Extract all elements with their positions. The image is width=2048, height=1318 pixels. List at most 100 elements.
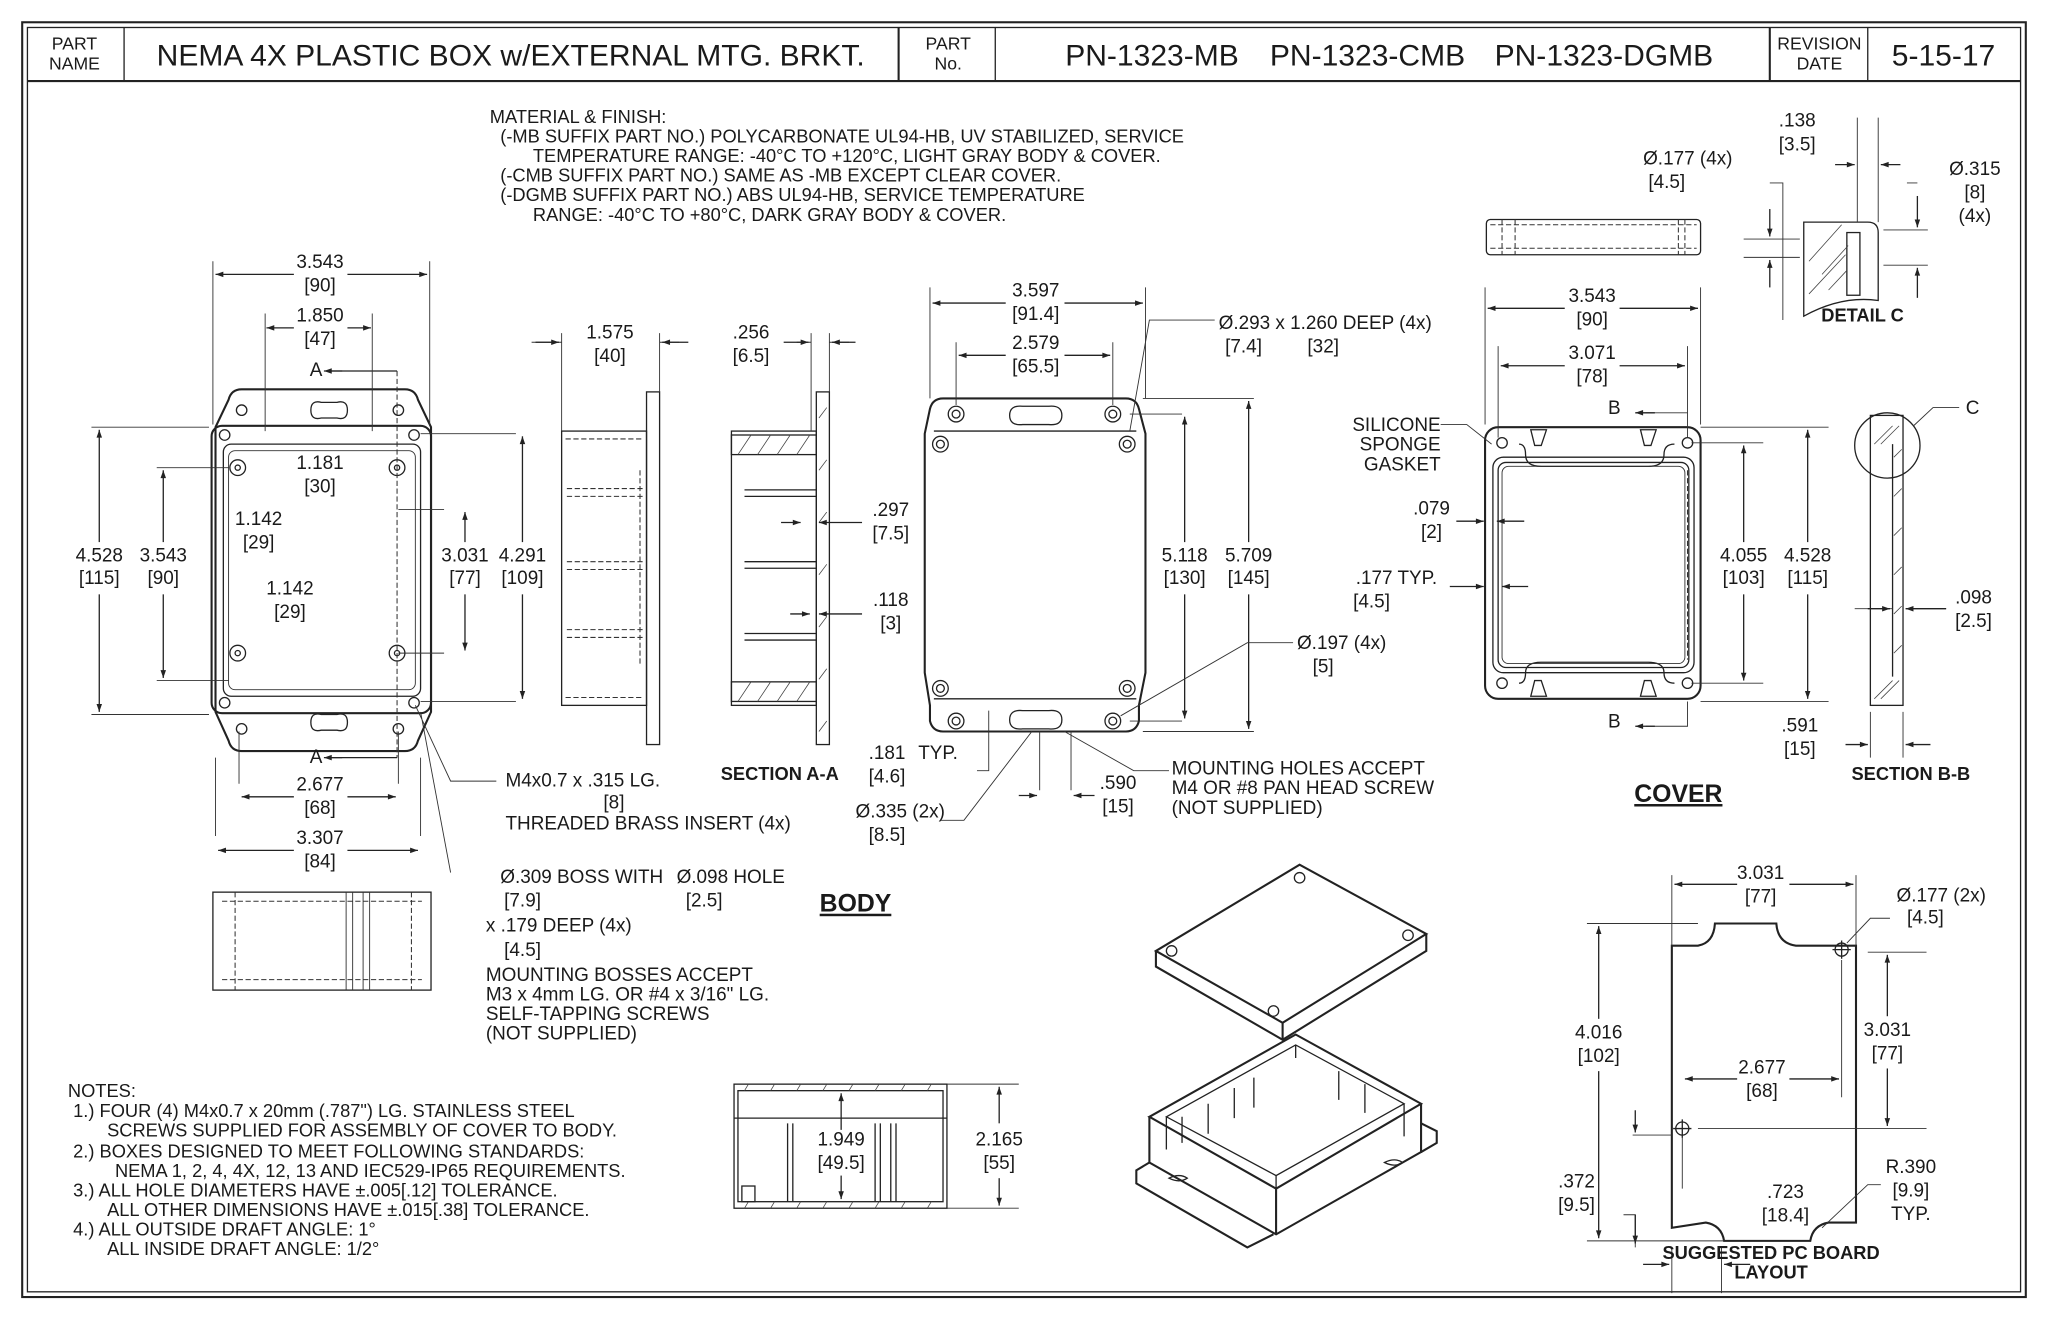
body-depth-section-line (744, 1083, 932, 1209)
detail-c-view-line (1808, 224, 1849, 295)
dim-value: .138 (1779, 111, 1816, 132)
note-line: 1.) FOUR (4) M4x0.7 x 20mm (.787") LG. S… (73, 1100, 574, 1121)
body-front-view-line (235, 722, 248, 735)
pcb-title: LAYOUT (1734, 1262, 1807, 1283)
detail-marker-c: C (1966, 398, 1980, 419)
section-marker-b: B (1608, 712, 1621, 733)
note-line: 2.) BOXES DESIGNED TO MEET FOLLOWING STA… (73, 1140, 584, 1161)
body-bottom-view-line (951, 716, 961, 726)
dim-value: 3.543 (296, 252, 343, 273)
section-b-b-label: SECTION B-B (1851, 763, 1970, 784)
dim-value: 1.142 (266, 578, 313, 599)
dim-mm: [78] (1576, 367, 1608, 388)
dim-mm: [90] (304, 275, 336, 296)
body-side-view-lower-line (345, 892, 371, 991)
dim-value: .079 (1413, 499, 1450, 520)
small-holes-callout: [5] (1313, 657, 1334, 678)
cover-plan-view-line (1529, 429, 1658, 697)
dim-value: 2.165 (976, 1130, 1023, 1151)
material-line: TEMPERATURE RANGE: -40°C TO +120°C, LIGH… (533, 145, 1161, 166)
part-no-label: No. (935, 53, 962, 73)
body-side-view-line (645, 391, 661, 746)
isometric-assembly-view-line (1293, 871, 1306, 884)
body-front-dimension-lines-line (414, 705, 497, 873)
body-bottom-view-line (1104, 712, 1122, 730)
body-front-dimension-lines (91, 261, 526, 873)
deep-holes-callout: Ø.293 x 1.260 DEEP (4x) (1219, 313, 1432, 334)
material-line: (-MB SUFFIX PART NO.) POLYCARBONATE UL94… (500, 125, 1184, 146)
revision-date: 5-15-17 (1892, 39, 1996, 72)
dim-value: 2.579 (1012, 333, 1059, 354)
detail-c-view-line (1743, 117, 1928, 321)
cover-plan-view-line (1484, 426, 1702, 700)
body-front-view-line (329, 370, 398, 759)
part-name: NEMA 4X PLASTIC BOX w/EXTERNAL MTG. BRKT… (157, 39, 865, 72)
cover-plan-view-line (1497, 461, 1690, 669)
dim-mm: [9.9] (1892, 1180, 1929, 1201)
insert-callout: [8] (603, 793, 624, 814)
body-front-view-line (214, 388, 433, 753)
dim-value: Ø.335 (2x) (856, 802, 945, 823)
body-depth-section-line (786, 1123, 897, 1202)
dim-value: 2.677 (296, 774, 343, 795)
dim-value: 1.142 (235, 509, 282, 530)
body-front-view-line (228, 450, 416, 691)
dim-value: 3.031 (441, 546, 488, 567)
dim-value: 1.181 (296, 453, 343, 474)
dim-mm: [7.5] (872, 523, 909, 544)
dim-mm: [3.5] (1779, 134, 1816, 155)
dim-value: 3.597 (1012, 281, 1059, 302)
dim-value: .181 (869, 743, 906, 764)
body-bottom-view-line (951, 409, 961, 419)
deep-holes-callout: [32] (1307, 337, 1339, 358)
dim-value: 3.543 (140, 546, 187, 567)
dim-mm: [8] (1964, 183, 1985, 204)
part-number: PN-1323-DGMB (1495, 39, 1714, 72)
dim-mm: [65.5] (1012, 356, 1059, 377)
body-bottom-view (923, 287, 1294, 821)
body-side-view-line (565, 438, 646, 699)
title-block: PART NAME NEMA 4X PLASTIC BOX w/EXTERNAL… (27, 27, 2021, 83)
dim-value: Ø.177 (4x) (1643, 149, 1732, 170)
body-bottom-view-line (1118, 435, 1136, 453)
drawing-frame-line (26, 26, 2022, 1293)
body-front-view (210, 368, 433, 761)
dim-value: 4.016 (1575, 1022, 1622, 1043)
gasket-callout: GASKET (1364, 454, 1441, 475)
note-line: 3.) ALL HOLE DIAMETERS HAVE ±.005[.12] T… (73, 1179, 557, 1200)
isometric-assembly-view-line (1148, 1103, 1423, 1236)
body-front-view-line (229, 459, 247, 477)
section-b-b-view (1845, 407, 1960, 758)
pcb-dimension-text: 3.031 [77] Ø.177 (2x) [4.5] 4.016 [102] … (1558, 863, 1986, 1226)
isometric-assembly-view-line (1154, 933, 1428, 1041)
dim-mm: [47] (304, 329, 336, 350)
isometric-assembly-view-line (1167, 1159, 1404, 1182)
gasket-callout: SPONGE (1360, 435, 1441, 456)
body-front-view-line (310, 401, 349, 420)
section-b-b-view-line (1874, 425, 1902, 700)
body-depth-section-line (733, 1083, 948, 1209)
mounting-callout: (NOT SUPPLIED) (1172, 798, 1323, 819)
insert-callout: M4x0.7 x .315 LG. (505, 770, 660, 791)
dim-mm: [4.5] (1353, 591, 1390, 612)
body-depth-section-line (741, 1185, 756, 1203)
dim-value: R.390 (1886, 1157, 1937, 1178)
dim-value: 3.031 (1864, 1020, 1911, 1041)
note-line: ALL INSIDE DRAFT ANGLE: 1/2° (107, 1238, 379, 1259)
dim-mm: [109] (501, 568, 543, 589)
pcb-title: SUGGESTED PC BOARD (1663, 1242, 1880, 1263)
insert-callout: THREADED BRASS INSERT (4x) (505, 813, 790, 834)
revision-label: REVISION (1777, 34, 1861, 54)
body-bottom-view-line (933, 430, 1137, 700)
body-side-view-lower-line (212, 891, 432, 991)
isometric-assembly-view-line (1135, 1122, 1438, 1249)
revision-label: DATE (1797, 53, 1843, 73)
section-a-a-view-line (737, 407, 828, 732)
material-finish-text: MATERIAL & FINISH: (-MB SUFFIX PART NO.)… (490, 106, 1184, 225)
dim-mm: [55] (983, 1153, 1015, 1174)
note-line: SCREWS SUPPLIED FOR ASSEMBLY OF COVER TO… (107, 1119, 617, 1140)
body-bottom-view-line (1122, 439, 1132, 449)
dim-value: 4.528 (1784, 546, 1831, 567)
dim-mm: [77] (1745, 887, 1777, 908)
body-side-view-lower-line (222, 892, 422, 991)
